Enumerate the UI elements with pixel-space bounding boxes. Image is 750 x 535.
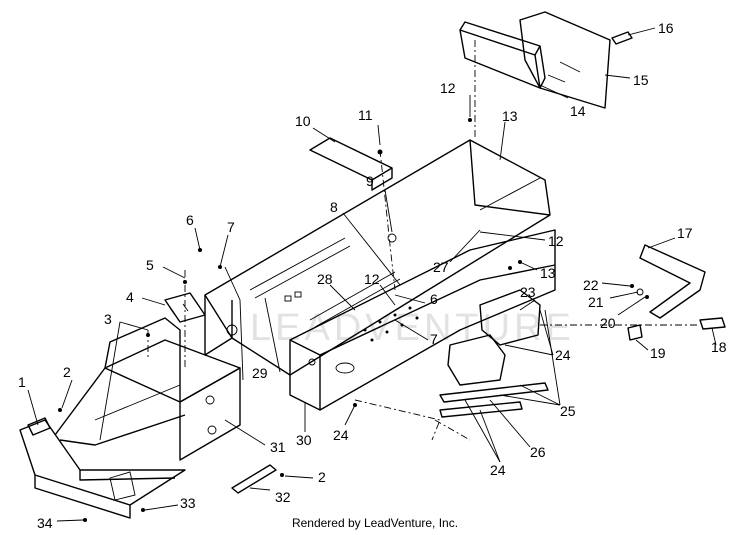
tunnel-assembly: [204, 139, 551, 376]
callout-6: 6: [430, 291, 438, 307]
callout-32: 32: [275, 489, 291, 505]
clip-16: [611, 31, 633, 45]
callout-9: 9: [366, 173, 374, 189]
callout-30: 30: [296, 432, 312, 448]
callout-6: 6: [186, 212, 194, 228]
callout-14: 14: [570, 103, 586, 119]
callout-13: 13: [502, 108, 518, 124]
callout-13: 13: [540, 265, 556, 281]
bracket-25: [447, 334, 506, 386]
callout-26: 26: [530, 444, 546, 460]
plug-19: [627, 324, 643, 341]
end-cap-18: [699, 317, 726, 330]
callout-24: 24: [490, 462, 506, 478]
rod-26: [439, 382, 549, 418]
callout-29: 29: [252, 365, 268, 381]
callout-12: 12: [440, 80, 456, 96]
callout-28: 28: [317, 271, 333, 287]
frame-rail-30: [289, 229, 556, 411]
side-panel-31: [104, 339, 241, 461]
callout-31: 31: [270, 439, 286, 455]
callout-7: 7: [227, 219, 235, 235]
callout-5: 5: [146, 257, 154, 273]
callout-1: 1: [18, 374, 26, 390]
callout-18: 18: [711, 339, 727, 355]
callout-7: 7: [430, 331, 438, 347]
rear-plate-14: [459, 21, 546, 89]
callout-12: 12: [548, 233, 564, 249]
front-frame-3: [54, 317, 186, 446]
bracket-23: [479, 289, 541, 346]
frame-holes: [363, 306, 419, 342]
callout-16: 16: [658, 20, 674, 36]
nose-pan-34: [19, 417, 186, 519]
callout-27: 27: [433, 259, 449, 275]
callout-21: 21: [588, 294, 604, 310]
callout-10: 10: [295, 113, 311, 129]
callout-2: 2: [318, 469, 326, 485]
callout-24: 24: [333, 427, 349, 443]
callout-2: 2: [63, 364, 71, 380]
callout-15: 15: [633, 72, 649, 88]
callout-25: 25: [560, 403, 576, 419]
callout-19: 19: [650, 345, 666, 361]
small-hardware: [58, 118, 649, 522]
assembly-lines: [147, 40, 700, 441]
callout-3: 3: [104, 311, 112, 327]
bracket-10: [309, 137, 393, 191]
callout-8: 8: [330, 199, 338, 215]
callout-17: 17: [677, 225, 693, 241]
callout-33: 33: [180, 495, 196, 511]
watermark-text: LEADVENTURE: [250, 307, 575, 349]
callout-12: 12: [364, 271, 380, 287]
bumper-17: [639, 244, 706, 319]
flap-15: [519, 11, 611, 109]
bracket-4: [164, 292, 206, 323]
bracket-32: [231, 464, 277, 494]
leader-lines: [27, 27, 717, 522]
callout-20: 20: [600, 315, 616, 331]
callout-23: 23: [520, 284, 536, 300]
callout-34: 34: [37, 515, 53, 531]
rendered-by-credit: Rendered by LeadVenture, Inc.: [291, 516, 459, 530]
callout-4: 4: [126, 289, 134, 305]
callout-22: 22: [583, 277, 599, 293]
callout-labels: 1 2 2 3 4 5 6 6 7 7 8 9 10 11 12 12 12 1…: [18, 20, 727, 531]
callout-24: 24: [555, 347, 571, 363]
callout-11: 11: [358, 107, 373, 123]
